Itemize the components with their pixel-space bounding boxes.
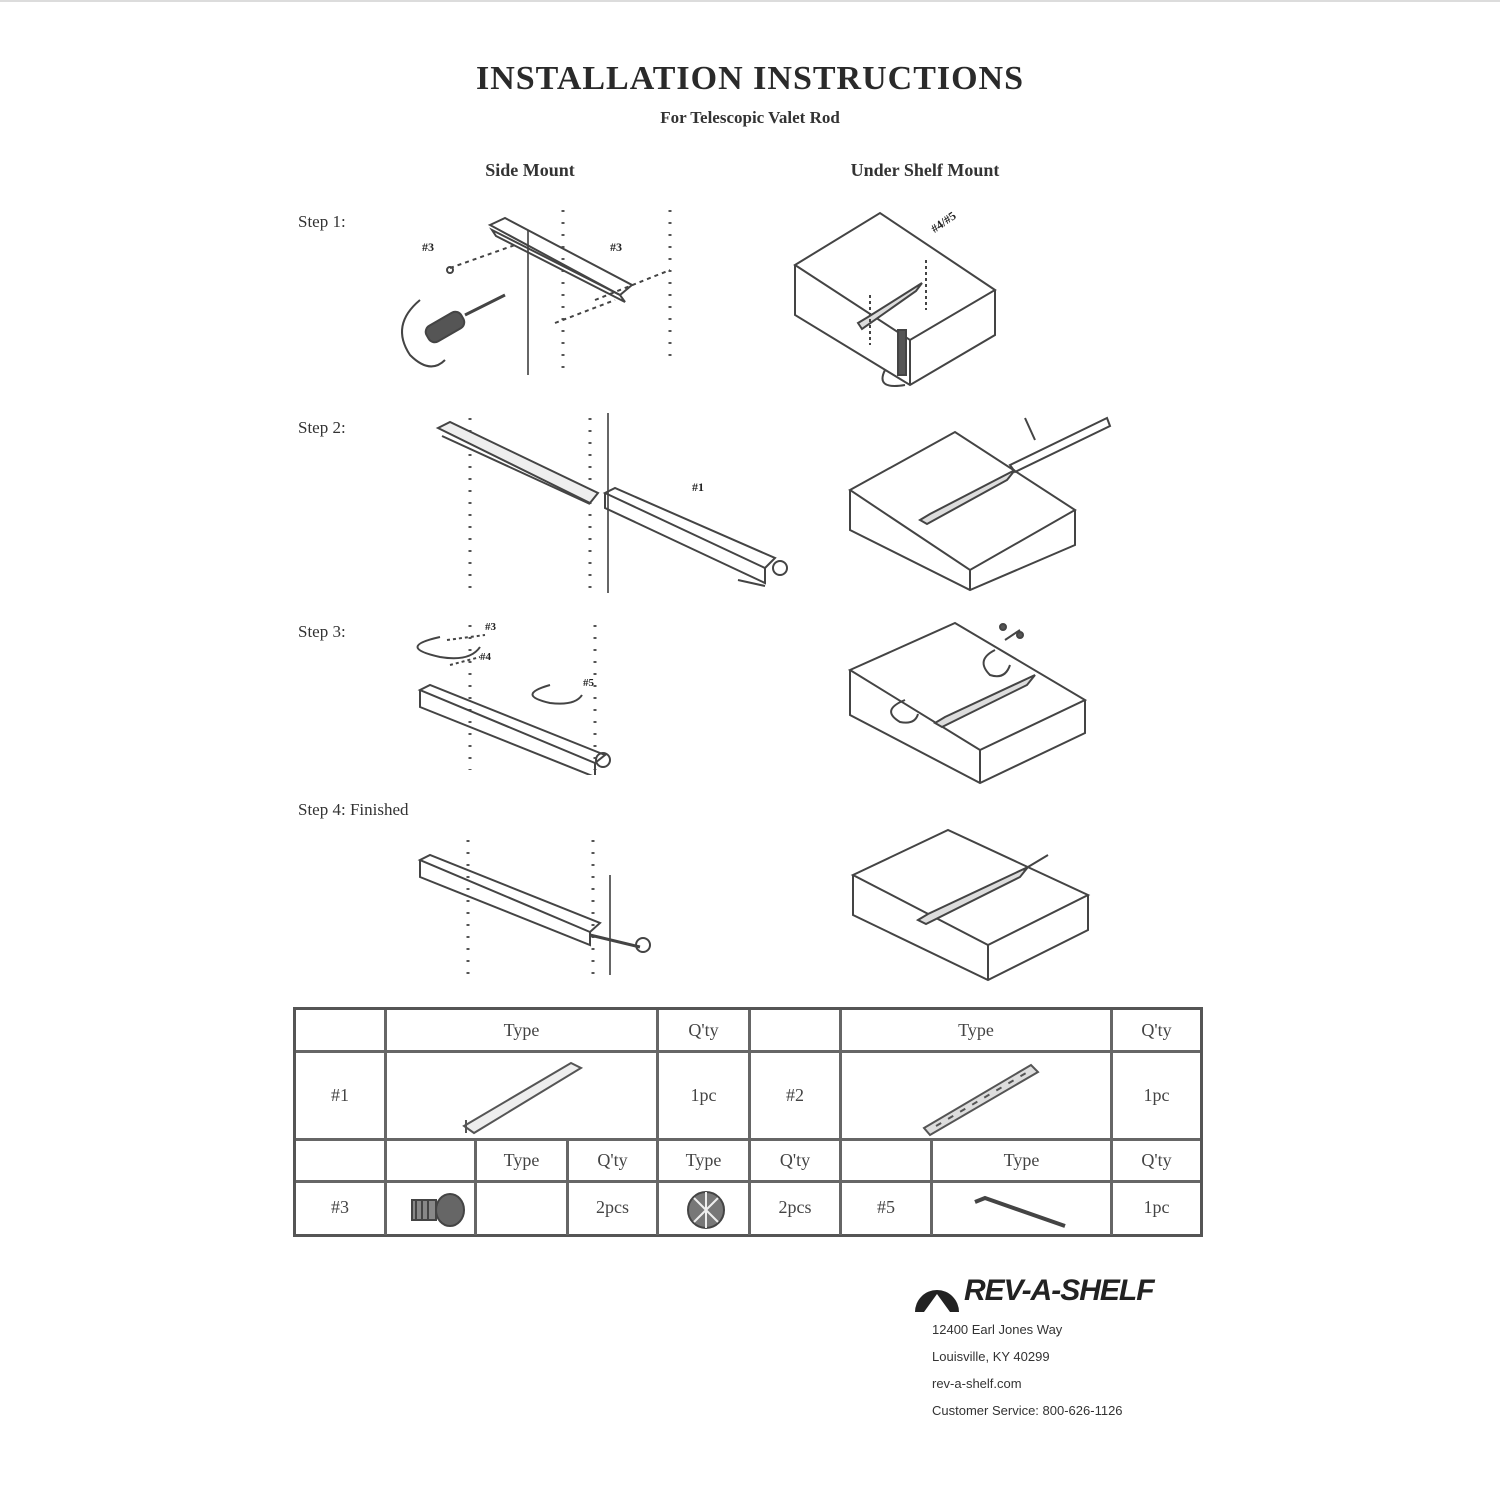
step-1-under-shelf-illustration: #4/#5 [790, 205, 1010, 395]
step-3-label: Step 3: [298, 622, 346, 641]
part-qty-1: 1pc [690, 1085, 717, 1105]
parts-header-type-3: Type [503, 1150, 540, 1170]
step-4-label: Step 4: Finished [298, 800, 409, 819]
parts-header-qty-2: Q'ty [1141, 1020, 1172, 1040]
step-3-under-shelf-illustration [845, 615, 1095, 790]
parts-header-qty-5: Q'ty [1141, 1150, 1172, 1170]
valet-rod-icon [456, 1058, 586, 1143]
callout-5-s3: #5 [583, 677, 594, 689]
parts-header-type-5: Type [1003, 1150, 1040, 1170]
part-qty-5: 1pc [1143, 1197, 1170, 1217]
parts-header-type-2: Type [958, 1020, 994, 1040]
address-line-1: 12400 Earl Jones Way [932, 1322, 1063, 1337]
parts-header-type-1: Type [503, 1020, 540, 1040]
parts-header-qty-1: Q'ty [688, 1020, 719, 1040]
column-heading-under-shelf-mount: Under Shelf Mount [850, 160, 1000, 180]
mounting-bracket-icon [916, 1060, 1046, 1145]
part-id-3: #3 [331, 1197, 349, 1217]
callout-3-b: #3 [610, 240, 622, 254]
callout-part-1: #1 [692, 480, 704, 494]
callout-3-a: #3 [422, 240, 434, 254]
step-1-label: Step 1: [298, 212, 346, 231]
part-qty-4: 2pcs [778, 1197, 812, 1217]
step-4-side-mount-illustration [405, 835, 665, 980]
parts-header-qty-4: Q'ty [779, 1150, 811, 1170]
callout-4-s3: #4 [480, 651, 491, 663]
part-qty-3: 2pcs [596, 1197, 629, 1217]
column-heading-side-mount: Side Mount [485, 160, 575, 180]
top-border [0, 0, 1500, 2]
brand-name: REV-A-SHELF [964, 1274, 1155, 1307]
step-1-side-mount-illustration: #3 #3 [380, 200, 710, 380]
part-id-2: #2 [786, 1085, 804, 1105]
callout-3-s3: #3 [485, 621, 496, 633]
part-qty-2: 1pc [1143, 1085, 1170, 1105]
cam-nut-icon [684, 1188, 728, 1237]
step-2-label: Step 2: [298, 418, 346, 437]
step-2-side-mount-illustration: #1 [420, 408, 800, 598]
step-2-under-shelf-illustration [845, 410, 1115, 595]
screw-icon [408, 1190, 468, 1235]
brand-logo: REV-A-SHELF [912, 1272, 1155, 1321]
parts-header-qty-3: Q'ty [597, 1150, 628, 1170]
page-title: INSTALLATION INSTRUCTIONS [475, 60, 1025, 97]
website-link[interactable]: rev-a-shelf.com [932, 1376, 1022, 1391]
address-line-2: Louisville, KY 40299 [932, 1349, 1050, 1364]
part-id-1: #1 [331, 1085, 349, 1105]
customer-service-phone: Customer Service: 800-626-1126 [932, 1403, 1123, 1418]
hex-key-icon [971, 1192, 1071, 1237]
parts-header-type-4: Type [685, 1150, 722, 1170]
step-4-under-shelf-illustration [848, 825, 1098, 985]
part-id-5: #5 [877, 1197, 895, 1217]
brand-mark-icon [915, 1290, 959, 1312]
parts-table: Type Q'ty Type Q'ty #1 1pc #2 1pc Type Q… [293, 1007, 1203, 1237]
page-subtitle: For Telescopic Valet Rod [660, 108, 840, 127]
step-3-side-mount-illustration: #3 #4 #5 [395, 615, 635, 775]
